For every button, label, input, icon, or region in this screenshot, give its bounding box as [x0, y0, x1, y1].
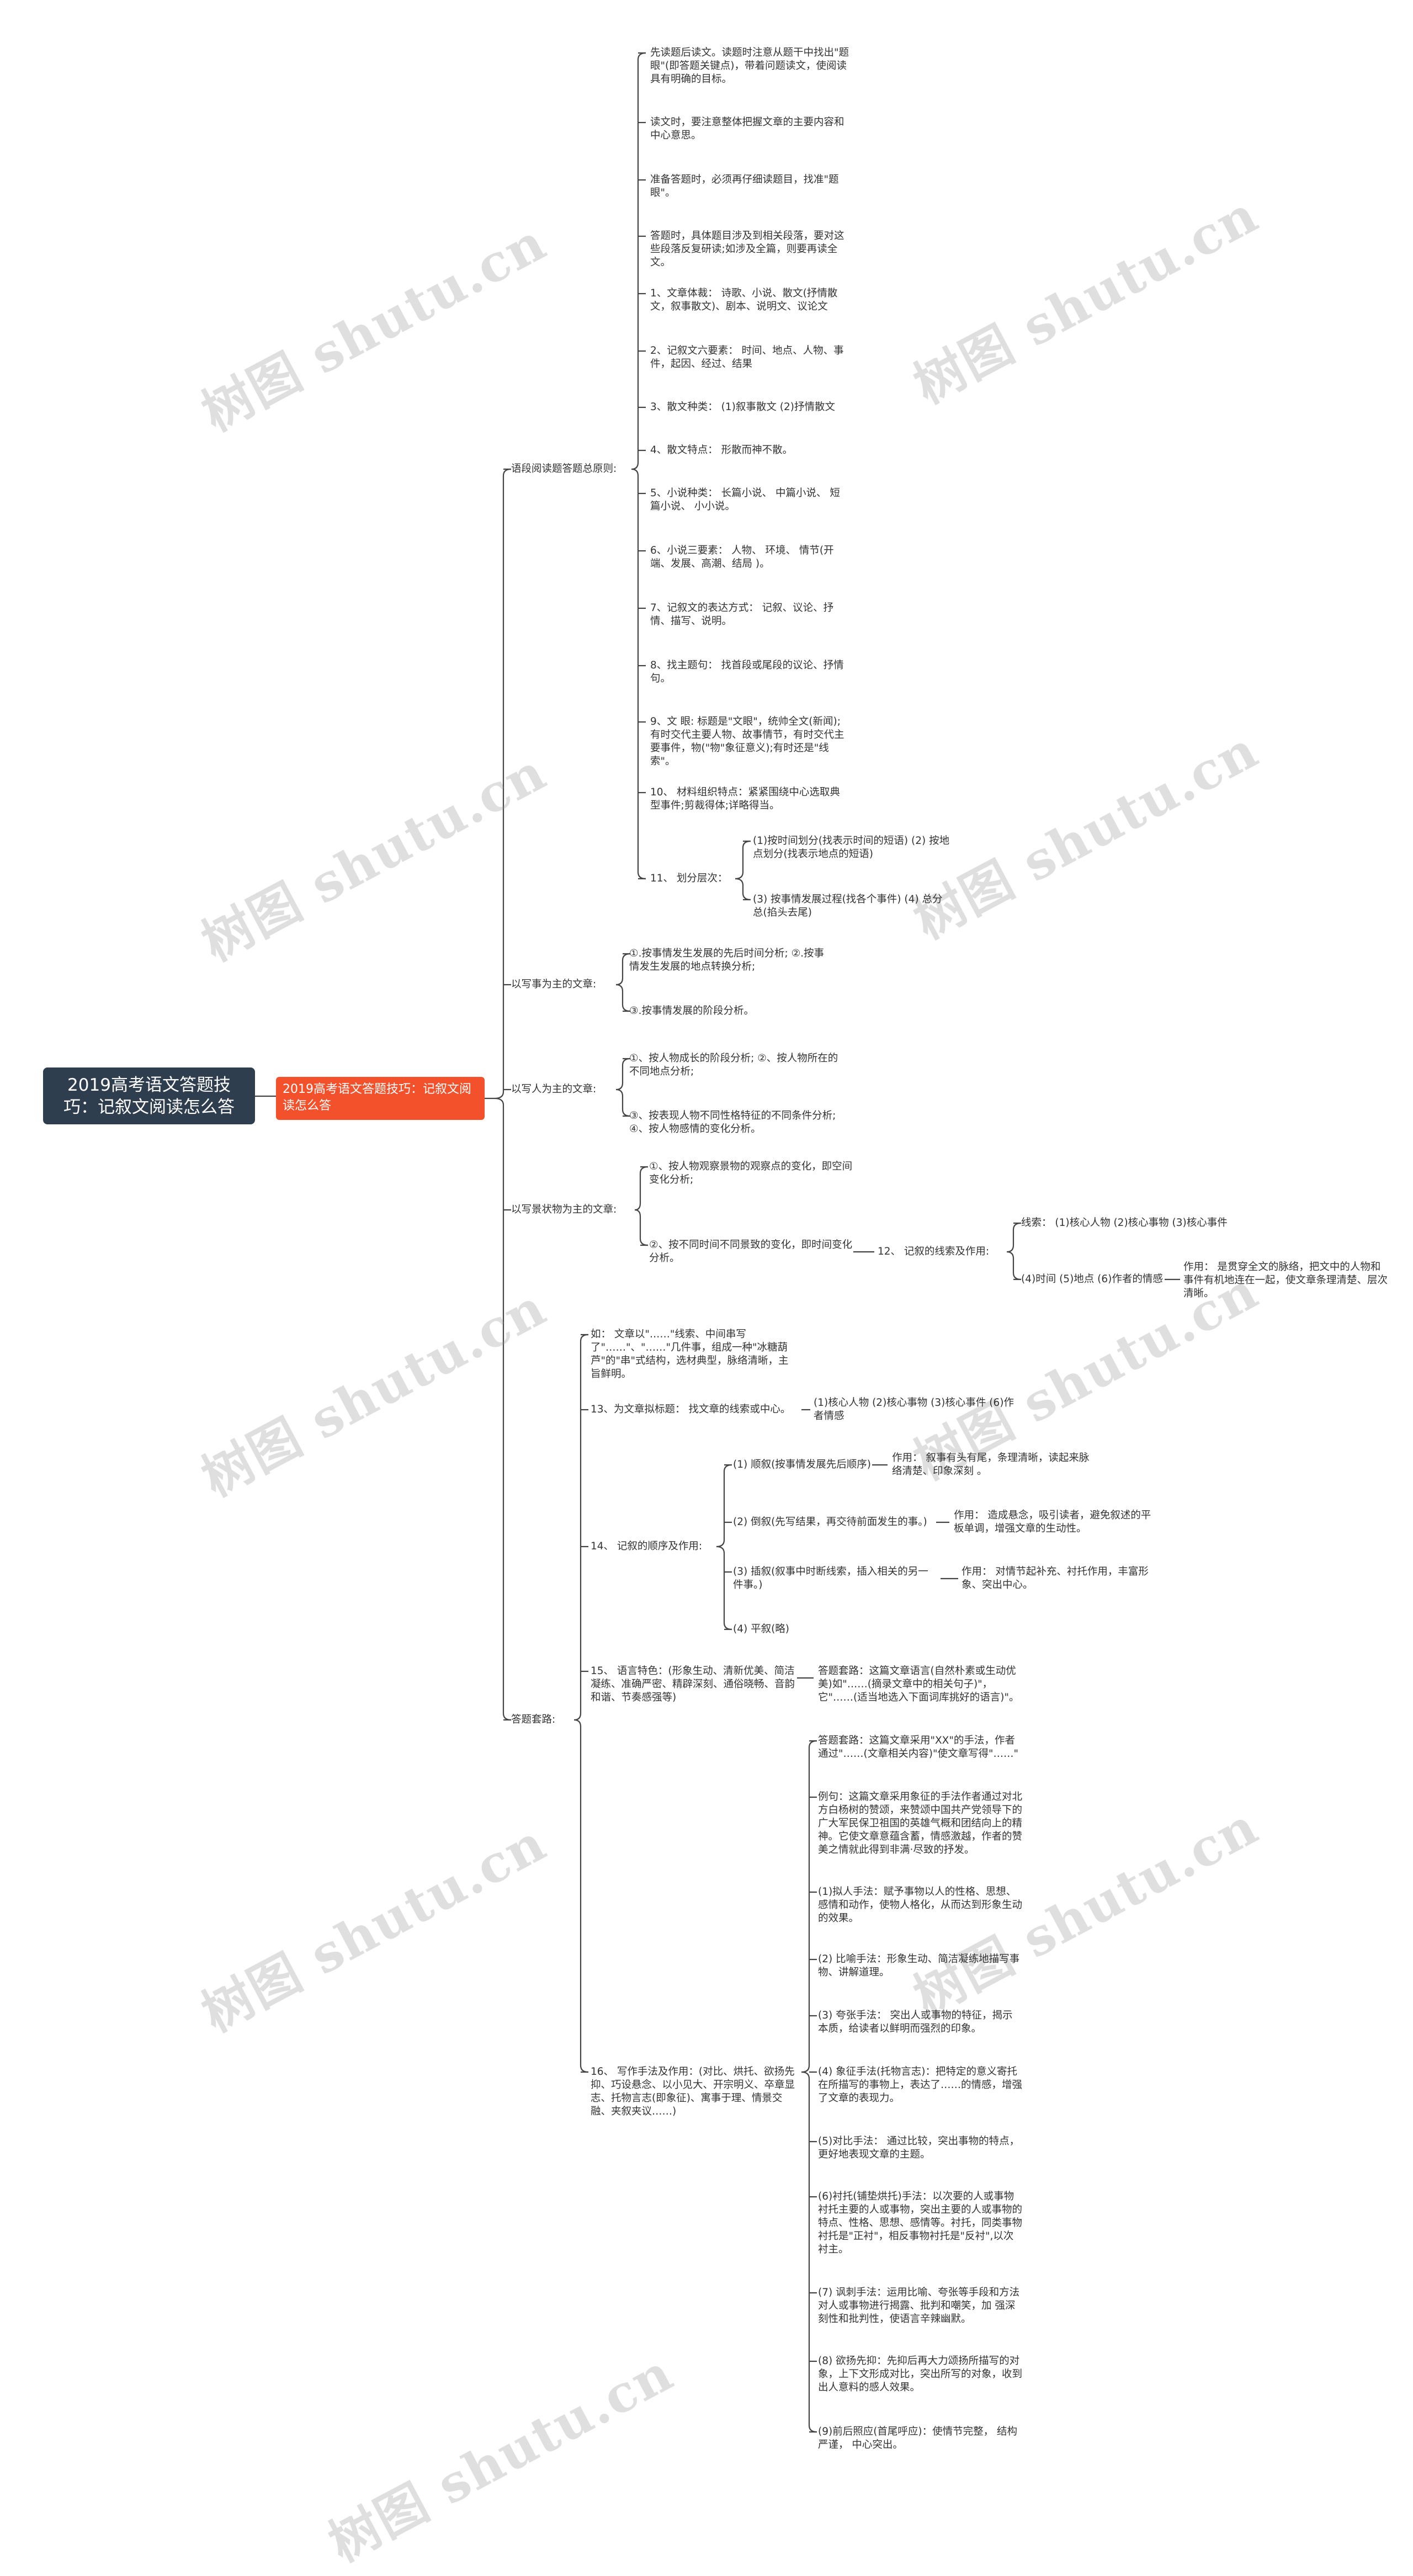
events-item[interactable]: ①.按事情发生发展的先后时间分析; ②.按事情发生发展的地点转换分析; — [629, 948, 825, 973]
principle-item[interactable]: 准备答题时，必须再仔细读题目，找准"题眼"。 — [650, 174, 839, 199]
technique-item[interactable]: (4) 象征手法(托物言志)：把特定的意义寄托在所描写的事物上，表达了……的情感… — [818, 2066, 1023, 2104]
technique-node[interactable]: 16、 写作手法及作用：(对比、烘托、欲扬先抑、巧设悬念、以小见大、开宗明义、卒… — [591, 2066, 795, 2117]
brace — [615, 1058, 631, 1117]
principle-item[interactable]: 读文时，要注意整体把握文章的主要内容和中心意思。 — [650, 116, 844, 141]
branch-scenery[interactable]: 以写景状物为主的文章: — [511, 1204, 617, 1215]
technique-item[interactable]: (8) 欲扬先抑：先抑后再大力颂扬所描写的对象，上下文形成对比，突出所写的对象，… — [818, 2355, 1023, 2393]
principle-item[interactable]: 10、 材料组织特点：紧紧围绕中心选取典型事件;剪裁得体;详略得当。 — [650, 787, 840, 811]
scenery-item[interactable]: ①、按人物观察景物的观察点的变化，即空间变化分析; — [649, 1161, 853, 1186]
order-effect[interactable]: 作用： 叙事有头有尾，条理清晰，读起来脉络清楚、印象深刻 。 — [892, 1452, 1090, 1477]
brace — [494, 468, 512, 1721]
layer-division[interactable]: 11、 划分层次： — [650, 873, 728, 884]
root-topic[interactable]: 2019高考语文答题技巧：记叙文阅读怎么答 — [43, 1067, 255, 1124]
clue-item[interactable]: (4)时间 (5)地点 (6)作者的情感 — [1021, 1273, 1163, 1285]
events-item[interactable]: ③.按事情发展的阶段分析。 — [629, 1005, 754, 1017]
branch-people[interactable]: 以写人为主的文章: — [511, 1083, 597, 1095]
routine-example[interactable]: 如： 文章以"……"线索、中间串写了"……"、"……"几件事，组成一种"冰糖葫芦… — [591, 1329, 789, 1380]
watermark: 树图 shutu.cn — [192, 741, 556, 973]
order-type[interactable]: (2) 倒叙(先写结果，再交待前面发生的事。) — [733, 1516, 927, 1528]
branch-events[interactable]: 以写事为主的文章: — [511, 979, 597, 990]
order-type[interactable]: (1) 顺叙(按事情发展先后顺序) — [733, 1459, 872, 1470]
watermark: 树图 shutu.cn — [192, 1812, 556, 2044]
technique-item[interactable]: (2) 比喻手法：形象生动、简洁凝练地描写事物、讲解道理。 — [818, 1953, 1020, 1978]
brace — [735, 840, 751, 901]
watermark: 树图 shutu.cn — [192, 1277, 556, 1509]
language-node[interactable]: 15、 语言特色：(形象生动、清新优美、简洁凝练、准确严密、精辟深刻、通俗晓畅、… — [591, 1665, 795, 1703]
principle-item[interactable]: 3、散文种类： (1)叙事散文 (2)抒情散文 — [650, 401, 835, 413]
order-type[interactable]: (3) 插叙(叙事中时断线索，插入相关的另一件事。) — [733, 1566, 928, 1591]
people-item[interactable]: ①、按人物成长的阶段分析; ②、按人物所在的不同地点分析; — [629, 1053, 838, 1077]
technique-item[interactable]: (7) 讽刺手法：运用比喻、夸张等手段和方法对人或事物进行揭露、批判和嘲笑，加 … — [818, 2287, 1020, 2325]
principle-item[interactable]: 9、文 眼: 标题是"文眼"，统帅全文(新闻);有时交代主要人物、故事情节，有时… — [650, 716, 844, 767]
brace — [801, 1740, 817, 2433]
clue-node[interactable]: 12、 记叙的线索及作用: — [878, 1246, 990, 1257]
connector-lines — [255, 52, 1180, 2433]
branch-principles[interactable]: 语段阅读题答题总原则: — [511, 463, 617, 475]
order-node[interactable]: 14、 记叙的顺序及作用: — [591, 1541, 703, 1552]
order-type[interactable]: (4) 平叙(略) — [733, 1623, 790, 1635]
order-effect[interactable]: 作用： 造成悬念，吸引读者，避免叙述的平板单调，增强文章的生动性。 — [954, 1510, 1151, 1534]
principle-item[interactable]: 6、小说三要素： 人物、 环境、 情节(开端、发展、高潮、结局 )。 — [650, 545, 834, 570]
watermark: 树图 shutu.cn — [904, 719, 1268, 951]
technique-item[interactable]: (1)拟人手法：赋予事物以人的性格、思想、感情和动作，使物人格化，从而达到形象生… — [818, 1886, 1023, 1924]
watermark: 树图 shutu.cn — [319, 2342, 683, 2574]
principle-item[interactable]: 7、记叙文的表达方式： 记叙、议论、抒情、描写、说明。 — [650, 602, 834, 627]
clue-item[interactable]: 线索： (1)核心人物 (2)核心事物 (3)核心事件 — [1021, 1217, 1228, 1229]
brace — [615, 953, 631, 1012]
layer-item[interactable]: (1)按时间划分(找表示时间的短语) (2) 按地点划分(找表示地点的短语) — [753, 835, 950, 860]
brace — [573, 1334, 589, 2073]
branch-answer-routine[interactable]: 答题套路: — [511, 1714, 556, 1725]
principle-item[interactable]: 2、记叙文六要素： 时间、地点、人物、事件，起因、经过、结果 — [650, 345, 844, 370]
brace — [634, 1166, 649, 1246]
language-value[interactable]: 答题套路：这篇文章语言(自然朴素或生动优美)如"……(摘录文章中的相关句子)"，… — [818, 1665, 1019, 1703]
title-value[interactable]: (1)核心人物 (2)核心事物 (3)核心事件 (6)作者情感 — [814, 1397, 1014, 1422]
technique-item[interactable]: (9)前后照应(首尾呼应)：使情节完整， 结构严谨， 中心突出。 — [818, 2426, 1018, 2451]
technique-item[interactable]: (5)对比手法： 通过比较，突出事物的特点，更好地表现文章的主题。 — [818, 2136, 1020, 2160]
principle-item[interactable]: 答题时，具体题目涉及到相关段落，要对这些段落反复研读;如涉及全篇，则要再读全文。 — [650, 230, 844, 268]
technique-item[interactable]: (3) 夸张手法： 突出人或事物的特征，揭示本质，给读者以鲜明而强烈的印象。 — [818, 2010, 1013, 2035]
order-effect[interactable]: 作用： 对情节起补充、衬托作用，丰富形象、突出中心。 — [962, 1566, 1149, 1591]
technique-item[interactable]: 答题套路：这篇文章采用"XX"的手法，作者通过"……(文章相关内容)"使文章写得… — [818, 1735, 1018, 1760]
title-node[interactable]: 13、为文章拟标题： 找文章的线索或中心。 — [591, 1404, 791, 1415]
main-topic[interactable]: 2019高考语文答题技巧：记叙文阅读怎么答 — [276, 1077, 485, 1120]
brace — [631, 52, 646, 880]
technique-item[interactable]: 例句：这篇文章采用象征的手法作者通过对北方白杨树的赞颂，来赞颂中国共产党领导下的… — [818, 1791, 1023, 1856]
layer-item[interactable]: (3) 按事情发展过程(找各个事件) (4) 总分总(掐头去尾) — [753, 894, 943, 918]
principle-item[interactable]: 1、文章体裁： 诗歌、小说、散文(抒情散文，叙事散文)、剧本、说明文、议论文 — [650, 288, 838, 312]
principle-item[interactable]: 4、散文特点： 形散而神不散。 — [650, 444, 793, 456]
technique-item[interactable]: (6)衬托(铺垫烘托)手法：以次要的人或事物衬托主要的人或事物，突出主要的人或事… — [818, 2191, 1023, 2255]
scenery-item[interactable]: ②、按不同时间不同景致的变化，即时间变化分析。 — [649, 1239, 853, 1264]
brace — [1006, 1222, 1022, 1281]
principle-item[interactable]: 8、找主题句： 找首段或尾段的议论、抒情句。 — [650, 660, 844, 684]
people-item[interactable]: ③、按表现人物不同性格特征的不同条件分析; ④、按人物感情的变化分析。 — [629, 1110, 836, 1135]
watermark: 树图 shutu.cn — [192, 211, 556, 443]
mind-map: 树图 shutu.cn 树图 shutu.cn 树图 shutu.cn 树图 s… — [43, 47, 1388, 2573]
brace — [716, 1464, 732, 1630]
watermark: 树图 shutu.cn — [904, 184, 1268, 416]
clue-effect[interactable]: 作用： 是贯穿全文的脉络，把文中的人物和事件有机地连在一起，使文章条理清楚、层次… — [1183, 1261, 1388, 1299]
principle-item[interactable]: 先读题后读文。读题时注意从题干中找出"题眼"(即答题关键点)，带着问题读文，使阅… — [650, 47, 849, 85]
principle-item[interactable]: 5、小说种类： 长篇小说、 中篇小说、 短篇小说、 小小说。 — [650, 487, 840, 512]
